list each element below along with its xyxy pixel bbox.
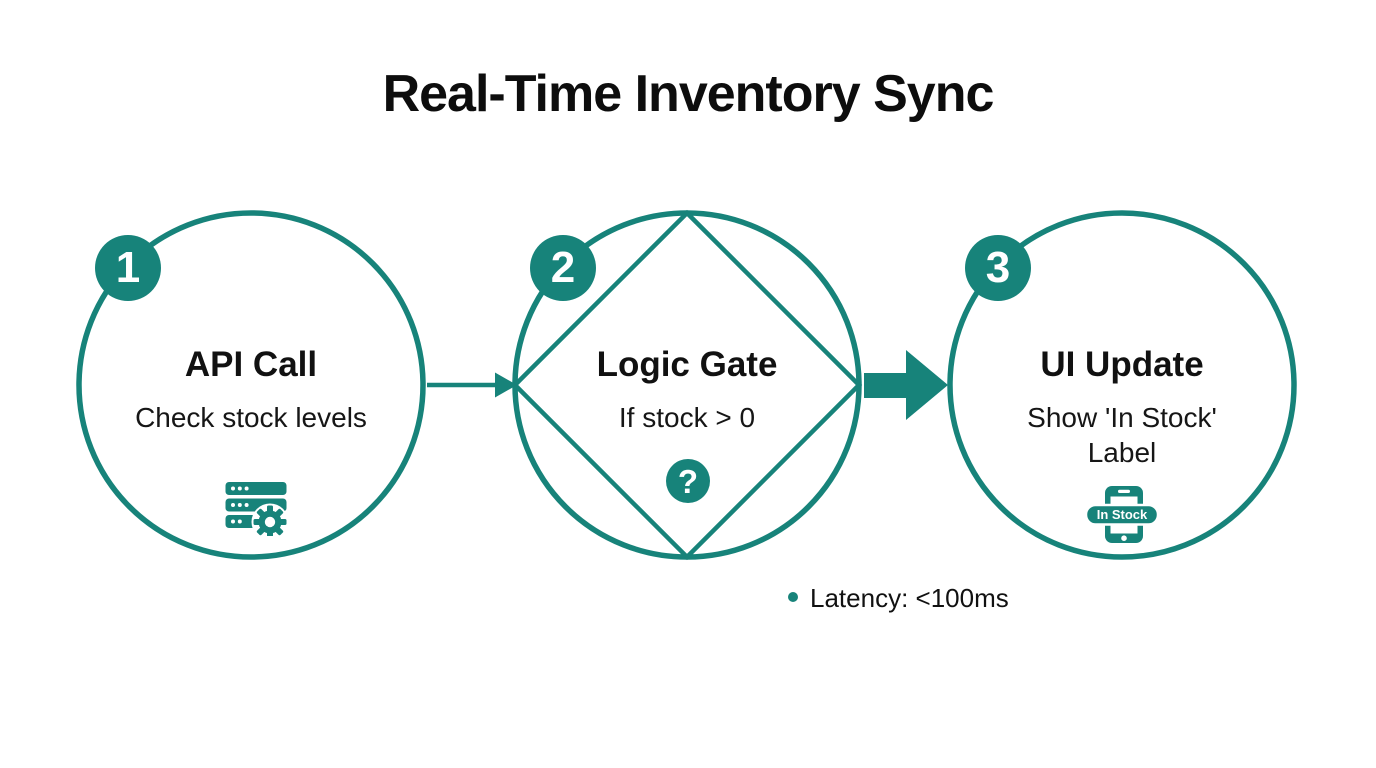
question-badge-icon: ?: [666, 459, 710, 503]
latency-note: Latency: <100ms: [788, 583, 1009, 611]
node-circle-ui-update: [947, 210, 1297, 560]
step-number-3: 3: [985, 243, 1011, 292]
in-stock-label: In Stock: [1097, 507, 1148, 522]
node-subtitle-api-call: Check stock levels: [135, 402, 367, 433]
decision-diamond: [511, 209, 863, 561]
step-number-badge-2: 2: [530, 235, 596, 301]
node-subtitle-logic-gate: If stock > 0: [618, 402, 756, 433]
step-number-badge-1: 1: [95, 235, 161, 301]
node-subtitle-ui-update: Show 'In Stock' Label: [1027, 402, 1217, 468]
server-gear-icon: [224, 480, 290, 541]
in-stock-badge: In Stock: [1084, 503, 1160, 526]
latency-text: Latency: <100ms: [810, 583, 1009, 613]
node-circle-api-call: [76, 210, 426, 560]
node-title-logic-gate: Logic Gate: [596, 345, 778, 384]
phone-speaker: [1118, 489, 1130, 493]
step-number-1: 1: [115, 243, 141, 292]
page-title: Real-Time Inventory Sync: [382, 65, 995, 123]
step-number-2: 2: [550, 243, 576, 292]
question-mark: ?: [677, 462, 699, 500]
phone-home-button: [1121, 535, 1127, 541]
block-arrow-icon: [864, 350, 948, 420]
bullet-dot-icon: [788, 592, 798, 602]
node-title-api-call: API Call: [184, 345, 318, 384]
thin-arrow-icon: [427, 372, 517, 398]
step-number-badge-3: 3: [965, 235, 1031, 301]
smartphone-icon: In Stock: [1084, 481, 1160, 552]
gear-icon: [253, 505, 287, 539]
node-title-ui-update: UI Update: [1040, 345, 1204, 384]
